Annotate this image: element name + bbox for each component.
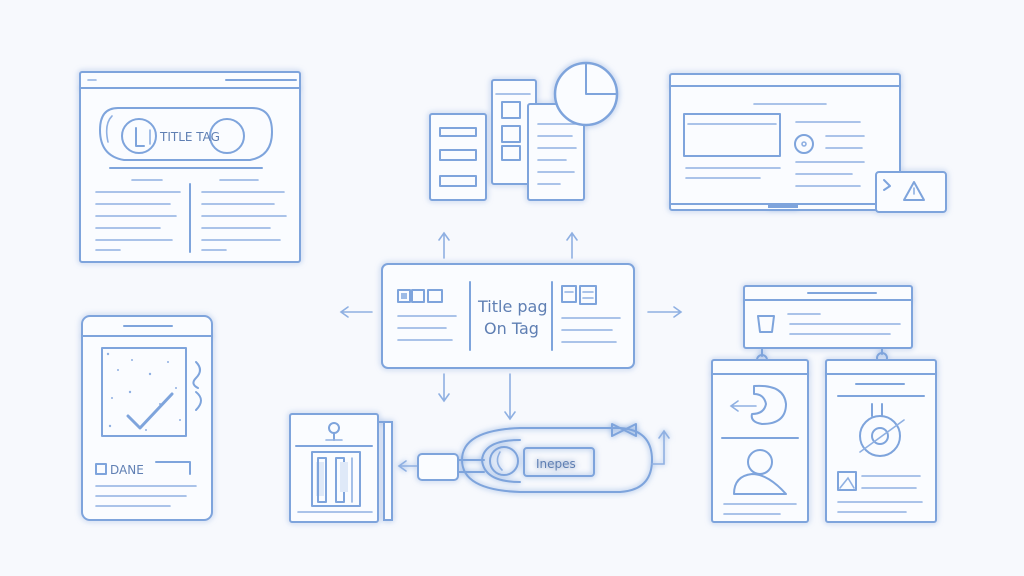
bar-document [289, 413, 393, 523]
clock-icon [553, 61, 619, 127]
warning-icon [903, 181, 925, 201]
arrow-left-small [397, 460, 419, 472]
speckle-dots [106, 352, 181, 431]
center-title-line2: On Tag [484, 319, 539, 338]
small-checkbox [95, 463, 107, 475]
image-thumb-icon [837, 471, 857, 491]
target-icon [794, 134, 814, 154]
card-right-column [561, 285, 621, 343]
title-tag-pill: TITLE TAG [99, 107, 273, 161]
pin-icon [325, 422, 343, 441]
card-left-column [397, 289, 457, 341]
connector-arrows [339, 231, 683, 421]
plug-box [417, 453, 459, 481]
chevron-right-icon [883, 179, 891, 191]
header-banner [743, 285, 913, 349]
bar-chart-graphic [311, 451, 361, 507]
arrow-down-left [438, 373, 450, 403]
profile-card-left [711, 359, 809, 523]
checkmark-icon [126, 392, 174, 430]
text-column-left [95, 179, 181, 251]
title-tag-label: TITLE TAG [159, 130, 220, 144]
eye-scan-icon [859, 403, 905, 457]
checkbox-frame [101, 347, 187, 437]
arrow-right [647, 306, 683, 318]
person-icon [733, 449, 787, 495]
connector-label: Inepes [536, 457, 576, 471]
alert-popup [875, 171, 947, 213]
title-tag-window: TITLE TAG [79, 71, 301, 263]
horn-icon [729, 384, 787, 425]
ring-icon [489, 446, 519, 476]
center-title-line1: Title pag [477, 297, 548, 316]
page-form [429, 113, 487, 201]
text-column-right [201, 179, 287, 251]
name-label: DANE [110, 463, 144, 477]
arrow-up-left [438, 231, 450, 259]
cup-icon [757, 315, 775, 333]
phone-card: DANE [81, 315, 213, 521]
monitor-banner [683, 113, 781, 157]
profile-card-right [825, 359, 937, 523]
bowtie-icon [611, 423, 637, 437]
center-title-card: Title pag On Tag [381, 263, 635, 369]
profile-cards-group [711, 285, 937, 523]
arrow-left [339, 306, 373, 318]
monitor-window [669, 73, 947, 213]
monitor-stand [768, 204, 798, 208]
arrow-down-center [504, 373, 516, 421]
arrow-up-small [651, 429, 670, 465]
connector-pill: Inepes [397, 423, 670, 493]
stacked-pages-group [429, 61, 619, 201]
cursor-l-icon [135, 127, 145, 147]
squiggle-icon [192, 361, 201, 389]
name-input-box [155, 461, 191, 475]
label-box [523, 447, 595, 477]
arrow-up-right [566, 231, 578, 259]
